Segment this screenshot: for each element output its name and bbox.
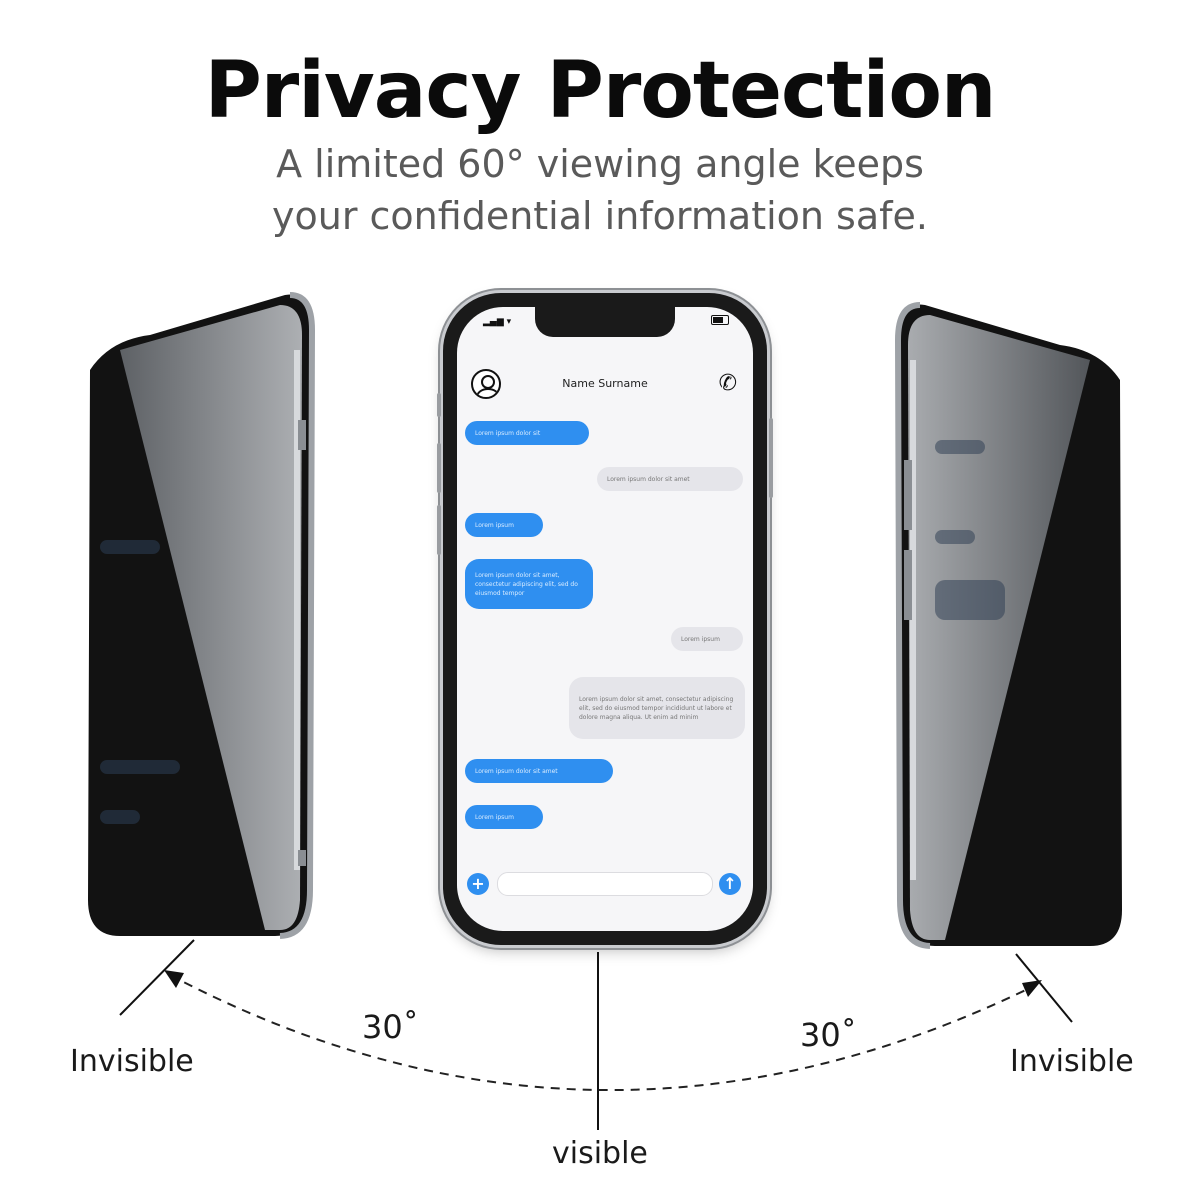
signal-icon: ▂▄▆ ▾ (483, 317, 512, 327)
message-bubble: Lorem ipsum (465, 513, 543, 537)
call-icon[interactable]: ✆ (718, 371, 737, 396)
send-button[interactable]: ↑ (719, 873, 741, 895)
dashed-arc (169, 974, 1037, 1092)
headline: Privacy Protection (204, 46, 997, 136)
center-visible-label: visible (552, 1136, 648, 1171)
message-bubble: Lorem ipsum dolor sit amet, consectetur … (569, 677, 745, 739)
message-bubble: Lorem ipsum dolor sit amet (465, 759, 613, 783)
add-attachment-button[interactable]: + (467, 873, 489, 895)
right-angle-ray (1015, 953, 1073, 1023)
right-invisible-label: Invisible (1010, 1044, 1134, 1079)
left-angle-ray (119, 939, 195, 1016)
right-arrowhead (1022, 980, 1042, 997)
phone-screen: ▂▄▆ ▾ Name Surname ✆ Lorem ipsum dolor s… (457, 307, 753, 931)
volume-up-button (437, 443, 441, 493)
contact-name: Name Surname (562, 377, 648, 390)
center-phone: ▂▄▆ ▾ Name Surname ✆ Lorem ipsum dolor s… (437, 293, 773, 945)
power-button (769, 418, 773, 498)
left-invisible-label: Invisible (70, 1044, 194, 1079)
right-angle-value: 30˚ (800, 1016, 857, 1054)
battery-icon (711, 315, 729, 325)
notch (535, 307, 675, 337)
left-phone-privacy-view (88, 292, 316, 939)
subtitle-line-2: your confidential information safe. (272, 194, 928, 238)
message-bubble: Lorem ipsum (465, 805, 543, 829)
message-bubble: Lorem ipsum dolor sit (465, 421, 589, 445)
message-bubble: Lorem ipsum (671, 627, 743, 651)
subtitle-line-1: A limited 60° viewing angle keeps (276, 142, 924, 186)
message-input[interactable] (497, 872, 713, 896)
left-angle-value: 30˚ (362, 1008, 419, 1046)
message-bubble: Lorem ipsum dolor sit amet, consectetur … (465, 559, 593, 609)
mute-switch (437, 393, 441, 417)
message-bubble: Lorem ipsum dolor sit amet (597, 467, 743, 491)
left-arrowhead (164, 970, 184, 988)
volume-down-button (437, 505, 441, 555)
right-phone-privacy-view (894, 302, 1122, 949)
contact-avatar-icon[interactable] (471, 369, 501, 399)
